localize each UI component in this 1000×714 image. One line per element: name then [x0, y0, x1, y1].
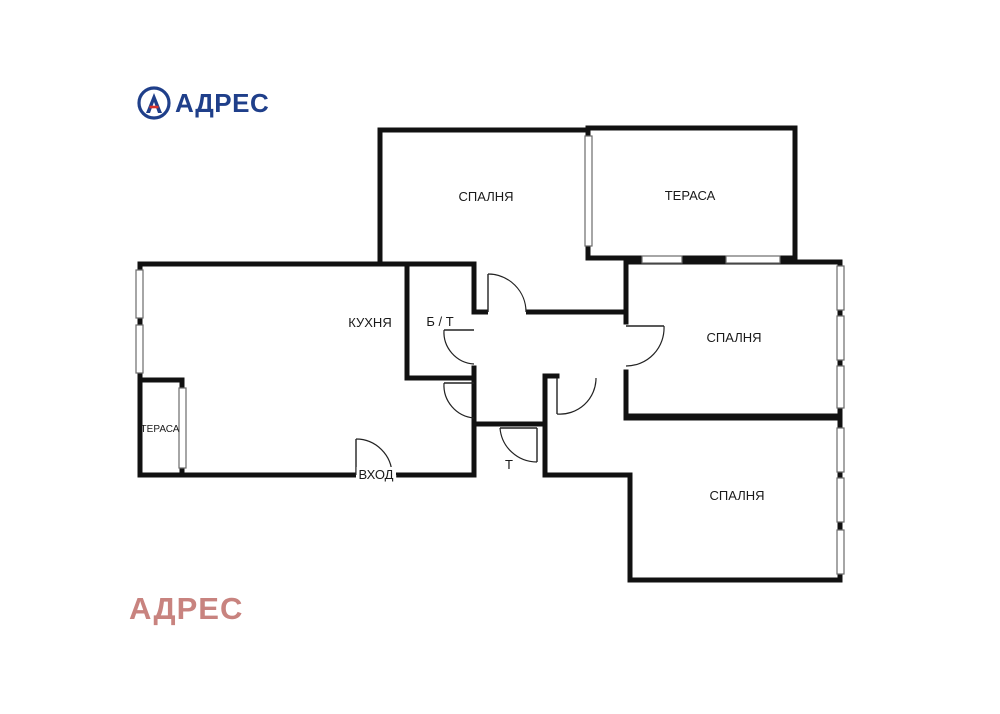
room-label-toilet: Т [505, 457, 513, 472]
room-label-bedroom-right: СПАЛНЯ [707, 330, 762, 345]
room-label-bedroom-bottom: СПАЛНЯ [710, 488, 765, 503]
room-label-entrance: ВХОД [359, 467, 394, 482]
doors [355, 273, 665, 479]
room-label-bedroom-top: СПАЛНЯ [459, 189, 514, 204]
windows [135, 135, 845, 575]
brand-logo: АДРЕС [137, 86, 269, 120]
room-label-terrace-top: ТЕРАСА [665, 188, 716, 203]
room-label-terrace-left: ТЕРАСА [141, 424, 180, 435]
room-label-bath-wc: Б / Т [426, 314, 453, 329]
brand-watermark: АДРЕС [129, 591, 244, 626]
room-labels: СПАЛНЯ ТЕРАСА КУХНЯ Б / Т СПАЛНЯ ТЕРАСА … [141, 188, 765, 503]
room-label-kitchen: КУХНЯ [348, 315, 391, 330]
address-a-logo-icon [137, 86, 171, 120]
logo-text: АДРЕС [175, 87, 270, 118]
